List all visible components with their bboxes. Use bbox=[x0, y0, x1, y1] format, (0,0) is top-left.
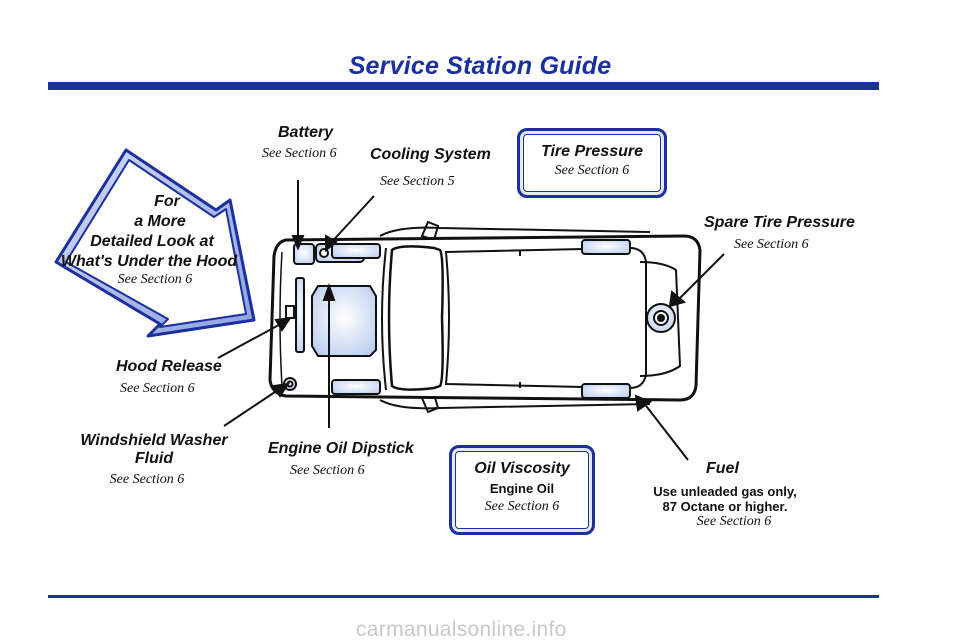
car-top-view-icon bbox=[268, 220, 702, 414]
tire-pressure-box[interactable]: Tire Pressure See Section 6 bbox=[517, 128, 667, 198]
rear-tire-left-icon bbox=[581, 239, 631, 255]
washer-label-line-2: Fluid bbox=[134, 450, 174, 467]
oil-viscosity-box[interactable]: Oil Viscosity Engine Oil See Section 6 bbox=[449, 445, 595, 535]
hood-release-icon bbox=[295, 277, 305, 353]
washer-fluid-callout: Windshield Washer Fluid See Section 6 bbox=[74, 432, 234, 488]
callout-line-2: a More bbox=[134, 213, 186, 230]
oil-viscosity-see-section: See Section 6 bbox=[484, 499, 560, 514]
oil-viscosity-label: Oil Viscosity bbox=[474, 460, 570, 477]
dipstick-see-section[interactable]: See Section 6 bbox=[290, 463, 365, 478]
under-hood-callout[interactable]: For a More Detailed Look at What's Under… bbox=[61, 192, 242, 288]
hood-release-label: Hood Release bbox=[116, 358, 222, 375]
callout-see-section: See Section 6 bbox=[117, 272, 193, 287]
fuel-line-1: Use unleaded gas only, bbox=[653, 484, 797, 499]
big-arrow-icon bbox=[54, 148, 256, 338]
rear-tire-right-icon bbox=[581, 383, 631, 399]
watermark: carmanualsonline.info bbox=[356, 618, 567, 641]
spare-tire-see-section[interactable]: See Section 6 bbox=[734, 237, 809, 252]
tire-pressure-label: Tire Pressure bbox=[541, 143, 643, 160]
cooling-system-label: Cooling System bbox=[370, 146, 491, 163]
callout-line-4: What's Under the Hood bbox=[60, 253, 238, 270]
washer-see-section[interactable]: See Section 6 bbox=[109, 472, 185, 487]
fuel-label: Fuel bbox=[706, 460, 739, 477]
engine-oil-label: Engine Oil bbox=[489, 481, 555, 496]
cooling-see-section[interactable]: See Section 5 bbox=[380, 174, 455, 189]
fuel-line-2: 87 Octane or higher. bbox=[662, 499, 788, 514]
fuel-details: Use unleaded gas only, 87 Octane or high… bbox=[640, 484, 810, 530]
front-tire-right-icon bbox=[331, 379, 381, 395]
leader-line-icon bbox=[217, 180, 725, 461]
page-title: Service Station Guide bbox=[348, 52, 612, 80]
battery-label: Battery bbox=[278, 124, 334, 141]
dipstick-label: Engine Oil Dipstick bbox=[268, 440, 414, 457]
header-rule bbox=[48, 82, 879, 90]
battery-see-section[interactable]: See Section 6 bbox=[262, 146, 337, 161]
front-tire-left-icon bbox=[331, 243, 381, 259]
fuel-see-section[interactable]: See Section 6 bbox=[696, 514, 772, 529]
washer-label-line-1: Windshield Washer bbox=[80, 432, 228, 449]
callout-line-1: For bbox=[154, 193, 180, 210]
footer-rule bbox=[48, 595, 879, 598]
callout-line-3: Detailed Look at bbox=[90, 233, 214, 250]
tire-pressure-see-section: See Section 6 bbox=[554, 163, 630, 178]
hood-release-see-section[interactable]: See Section 6 bbox=[120, 381, 195, 396]
battery-icon bbox=[293, 243, 315, 265]
spare-tire-label: Spare Tire Pressure bbox=[704, 214, 855, 231]
engine-icon bbox=[311, 285, 377, 357]
